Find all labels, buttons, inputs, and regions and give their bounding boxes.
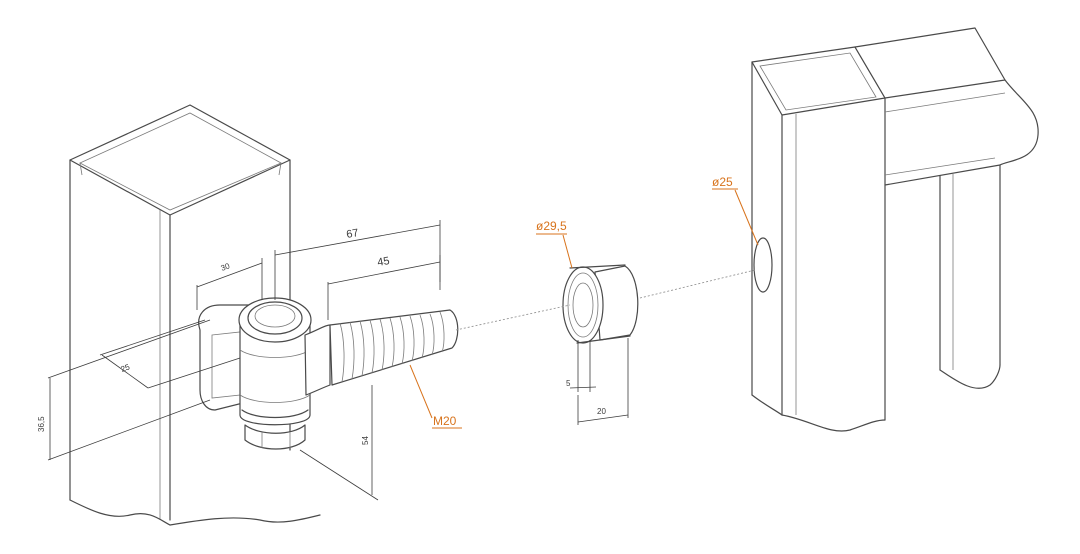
left-post	[69, 104, 321, 526]
hinge-bolt	[198, 297, 459, 450]
dim-67: 67	[345, 227, 359, 241]
callout-m20: M20	[409, 364, 462, 429]
bolt-threads	[339, 311, 445, 383]
callout-m20-label: M20	[433, 414, 457, 428]
callout-hole-diameter: ø25	[712, 175, 759, 246]
right-post	[751, 27, 1039, 432]
dim-54: 54	[361, 436, 370, 445]
washer	[562, 264, 639, 344]
callout-hole-diameter-label: ø25	[712, 175, 733, 189]
dim-25: 25	[120, 362, 132, 374]
dim-5: 5	[566, 379, 571, 388]
dimension-lines	[47, 220, 629, 501]
callout-washer-diameter-label: ø29,5	[536, 219, 567, 233]
dim-36-5: 36,5	[37, 416, 46, 432]
callout-washer-diameter: ø29,5	[536, 219, 573, 269]
dim-45: 45	[376, 255, 390, 269]
dim-20: 20	[597, 407, 606, 416]
post-hole	[753, 237, 773, 293]
dim-30: 30	[220, 261, 232, 273]
